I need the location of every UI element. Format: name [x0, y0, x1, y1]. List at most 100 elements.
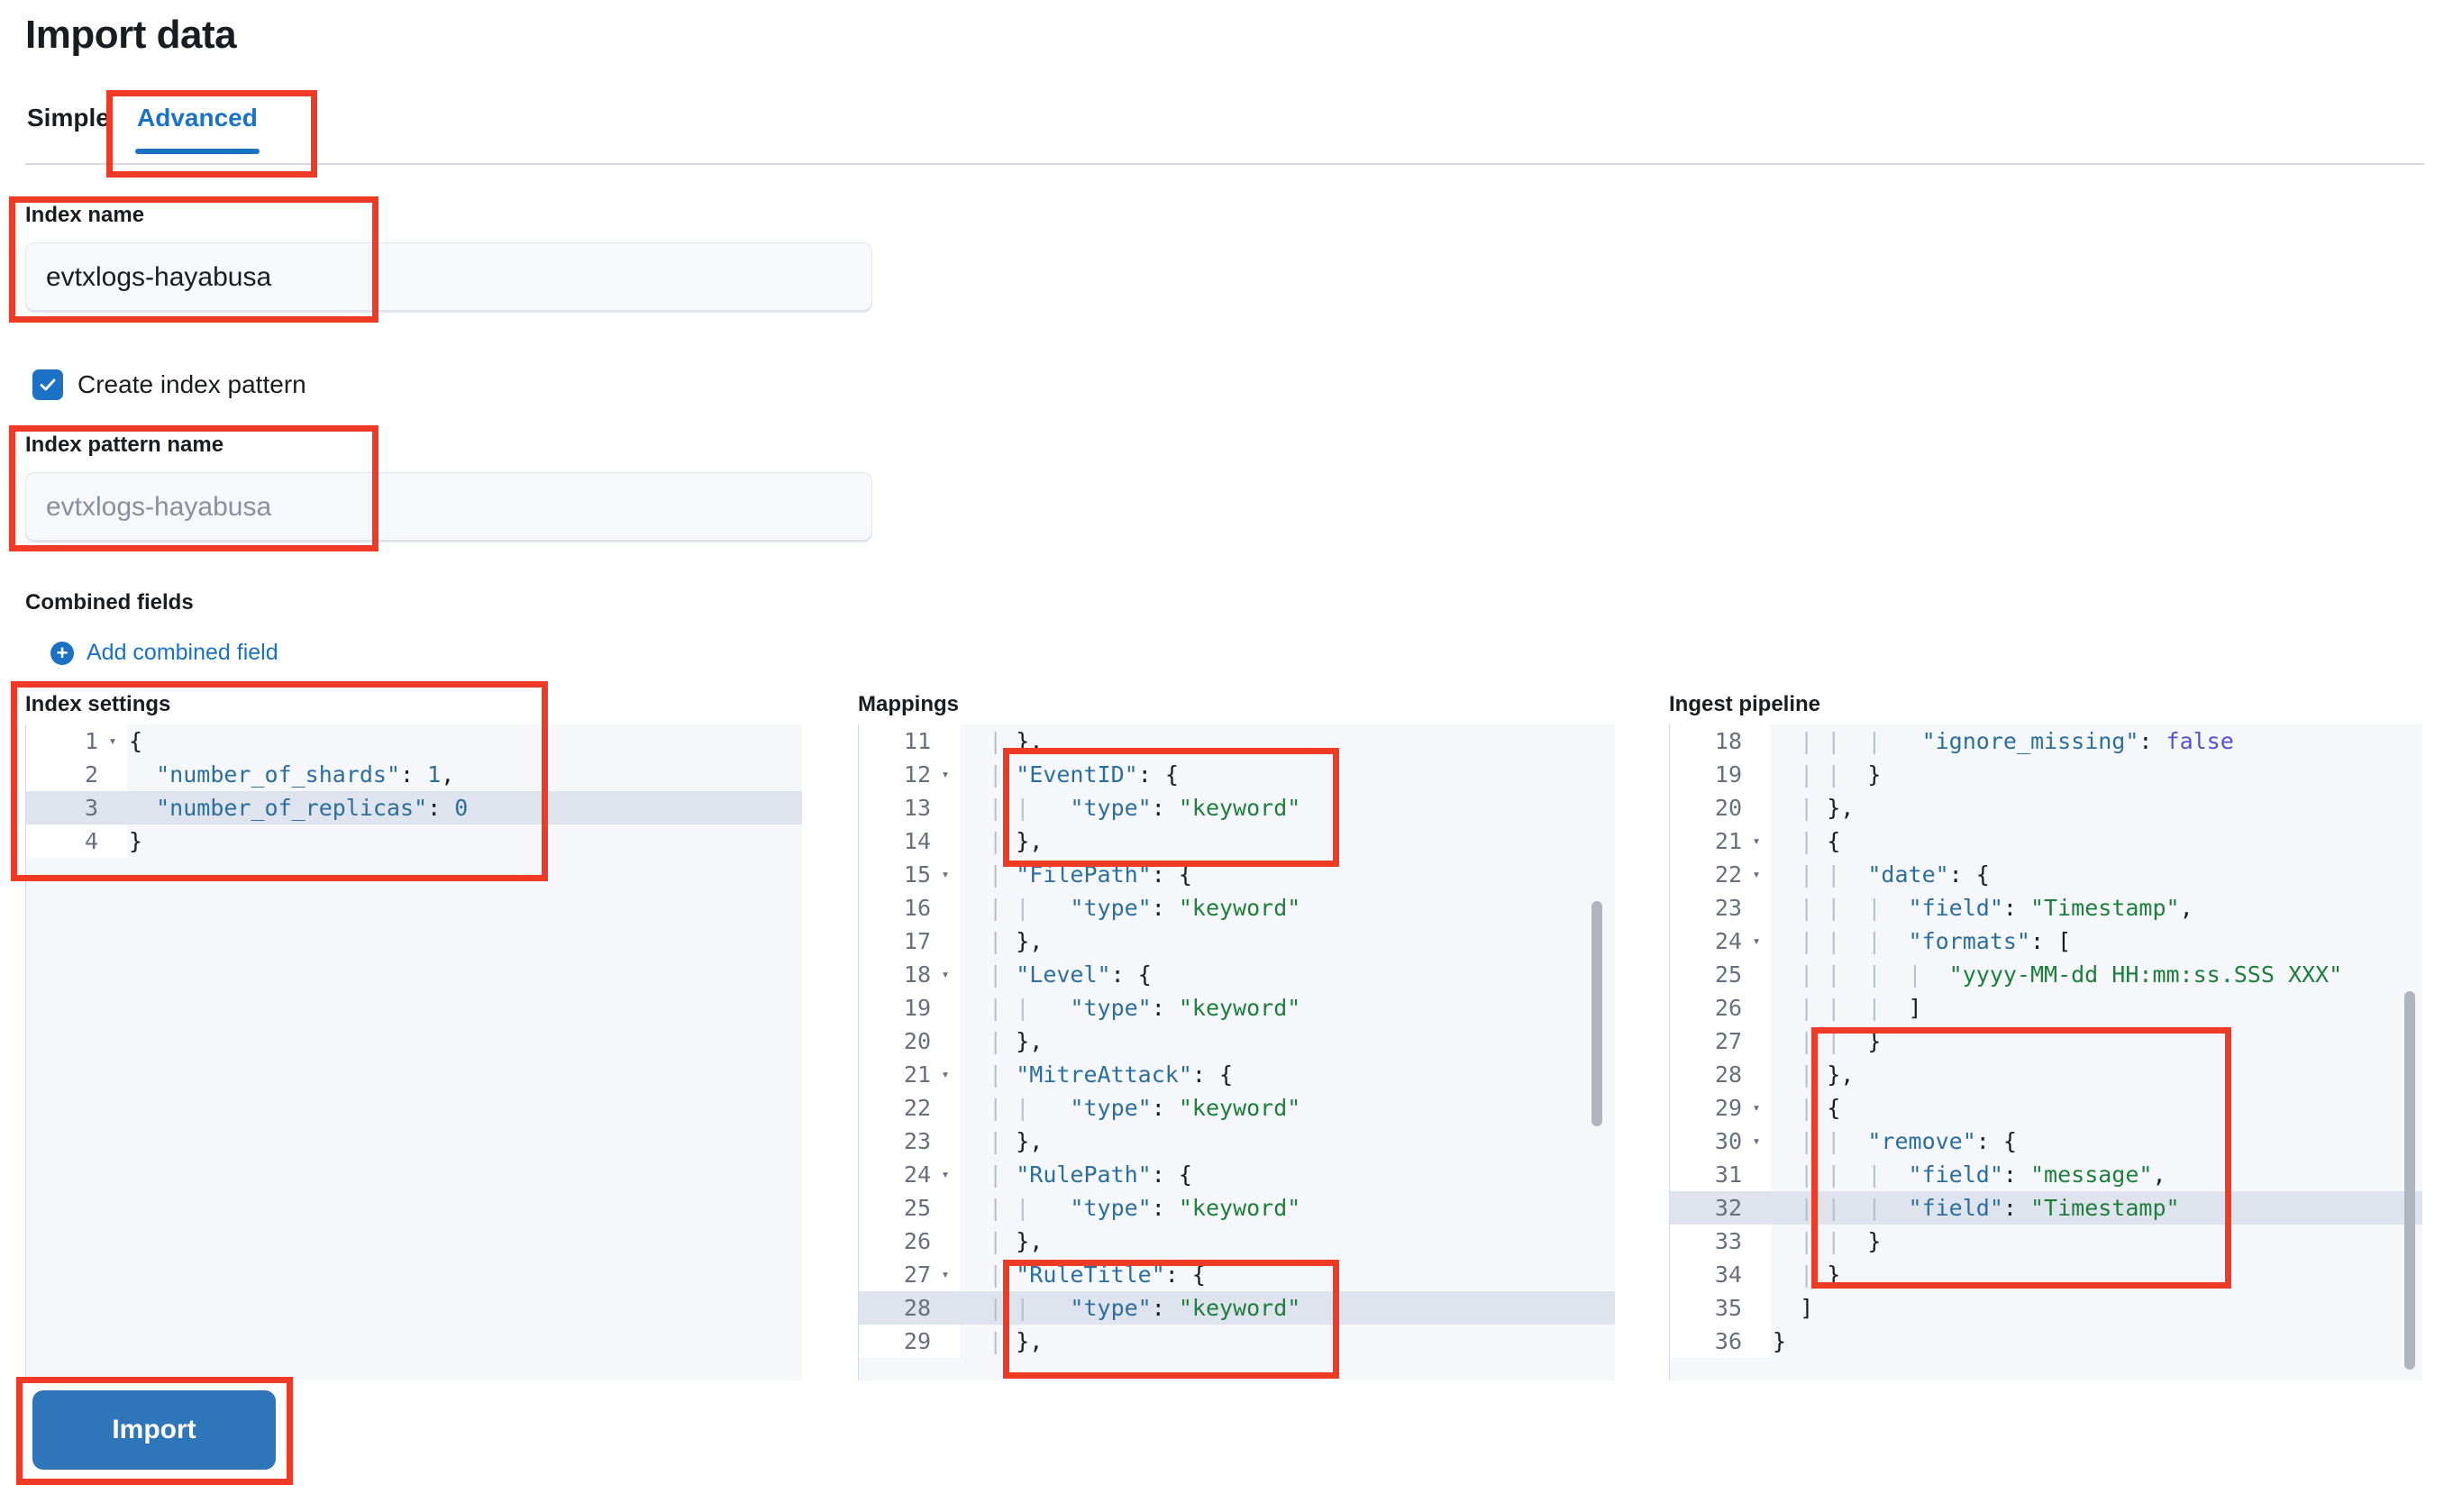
code-line[interactable]: 22▾ | | "date": {	[1670, 858, 2422, 891]
code-text: | },	[962, 828, 1044, 854]
code-line[interactable]: 23 | },	[859, 1125, 1615, 1158]
code-line[interactable]: 24▾ | | | "formats": [	[1670, 925, 2422, 958]
fold-caret-icon[interactable]: ▾	[941, 766, 950, 782]
line-number: 21▾	[859, 1058, 950, 1091]
index-pattern-name-input[interactable]: evtxlogs-hayabusa	[25, 472, 872, 542]
code-line[interactable]: 33 | | }	[1670, 1225, 2422, 1258]
line-number: 35	[1670, 1291, 1747, 1325]
fold-caret-icon[interactable]: ▾	[1752, 933, 1761, 949]
fold-caret-icon[interactable]: ▾	[941, 1066, 950, 1082]
code-line[interactable]: 14 | },	[859, 824, 1615, 858]
code-text: | | }	[1773, 761, 1882, 788]
fold-caret-icon[interactable]: ▾	[1752, 833, 1761, 849]
code-line[interactable]: 12▾ | "EventID": {	[859, 758, 1615, 791]
code-line[interactable]: 28 | },	[1670, 1058, 2422, 1091]
combined-fields-label: Combined fields	[25, 590, 194, 615]
line-number: 18	[1670, 724, 1747, 758]
code-text: | "EventID": {	[962, 761, 1179, 788]
code-line[interactable]: 18 | | | "ignore_missing": false	[1670, 724, 2422, 758]
gutter-spacer	[1747, 758, 1771, 791]
code-line[interactable]: 22 | | "type": "keyword"	[859, 1091, 1615, 1125]
code-line[interactable]: 27▾ | "RuleTitle": {	[859, 1258, 1615, 1291]
code-line[interactable]: 30▾ | | "remove": {	[1670, 1125, 2422, 1158]
code-line[interactable]: 15▾ | "FilePath": {	[859, 858, 1615, 891]
gutter-spacer	[936, 1158, 960, 1191]
code-line[interactable]: 25 | | "type": "keyword"	[859, 1191, 1615, 1225]
code-text: {	[129, 728, 143, 754]
fold-caret-icon[interactable]: ▾	[941, 866, 950, 882]
line-number: 25	[1670, 958, 1747, 991]
code-line[interactable]: 34 | }	[1670, 1258, 2422, 1291]
code-line[interactable]: 18▾ | "Level": {	[859, 958, 1615, 991]
gutter-spacer	[1747, 925, 1771, 958]
tab-simple[interactable]: Simple	[27, 104, 110, 132]
create-index-pattern-checkbox[interactable]	[32, 369, 63, 400]
code-line[interactable]: 32 | | | "field": "Timestamp"	[1670, 1191, 2422, 1225]
code-line[interactable]: 13 | | "type": "keyword"	[859, 791, 1615, 824]
index-name-input[interactable]: evtxlogs-hayabusa	[25, 242, 872, 313]
line-number: 27	[1670, 1025, 1747, 1058]
gutter-spacer	[936, 758, 960, 791]
code-line[interactable]: 11 | },	[859, 724, 1615, 758]
code-line[interactable]: 1▾{	[26, 724, 802, 758]
line-number: 15▾	[859, 858, 950, 891]
line-number: 20	[1670, 791, 1747, 824]
line-number: 12▾	[859, 758, 950, 791]
index-settings-editor[interactable]: 1▾{2 "number_of_shards": 1,3 "number_of_…	[25, 724, 802, 1380]
code-line[interactable]: 31 | | | "field": "message",	[1670, 1158, 2422, 1191]
code-line[interactable]: 23 | | | "field": "Timestamp",	[1670, 891, 2422, 925]
code-line[interactable]: 24▾ | "RulePath": {	[859, 1158, 1615, 1191]
code-line[interactable]: 19 | | }	[1670, 758, 2422, 791]
fold-caret-icon[interactable]: ▾	[1752, 866, 1761, 882]
code-line[interactable]: 29 | },	[859, 1325, 1615, 1358]
code-line[interactable]: 17 | },	[859, 925, 1615, 958]
index-name-label: Index name	[25, 203, 145, 227]
fold-caret-icon[interactable]: ▾	[941, 1166, 950, 1182]
code-line[interactable]: 4}	[26, 824, 802, 858]
index-settings-panel: Index settings 1▾{2 "number_of_shards": …	[25, 692, 802, 1380]
code-text: | | | ]	[1773, 995, 1922, 1021]
code-line[interactable]: 27 | | }	[1670, 1025, 2422, 1058]
ingest-pipeline-scrollbar-thumb[interactable]	[2404, 991, 2415, 1370]
index-settings-title: Index settings	[25, 692, 171, 716]
code-line[interactable]: 19 | | "type": "keyword"	[859, 991, 1615, 1025]
code-line[interactable]: 25 | | | | "yyyy-MM-dd HH:mm:ss.SSS XXX"	[1670, 958, 2422, 991]
mappings-editor[interactable]: 11 | },12▾ | "EventID": {13 | | "type": …	[858, 724, 1615, 1380]
code-text: }	[1773, 1328, 1787, 1354]
mappings-scrollbar-thumb[interactable]	[1591, 901, 1602, 1126]
line-number: 24▾	[859, 1158, 950, 1191]
code-line[interactable]: 21▾ | "MitreAttack": {	[859, 1058, 1615, 1091]
fold-caret-icon[interactable]: ▾	[941, 966, 950, 982]
line-number: 19	[1670, 758, 1747, 791]
gutter-spacer	[1747, 1291, 1771, 1325]
import-button[interactable]: Import	[32, 1390, 276, 1470]
code-line[interactable]: 21▾ | {	[1670, 824, 2422, 858]
code-line[interactable]: 16 | | "type": "keyword"	[859, 891, 1615, 925]
gutter-spacer	[1747, 891, 1771, 925]
create-index-pattern-row[interactable]: Create index pattern	[32, 369, 306, 400]
fold-caret-icon[interactable]: ▾	[1752, 1099, 1761, 1116]
code-text: | },	[1773, 795, 1855, 821]
tab-advanced[interactable]: Advanced	[135, 95, 260, 154]
code-line[interactable]: 2 "number_of_shards": 1,	[26, 758, 802, 791]
create-index-pattern-label: Create index pattern	[78, 370, 306, 398]
code-line[interactable]: 36}	[1670, 1325, 2422, 1358]
code-text: | "MitreAttack": {	[962, 1061, 1234, 1088]
code-line[interactable]: 20 | },	[1670, 791, 2422, 824]
gutter-spacer	[1747, 791, 1771, 824]
fold-caret-icon[interactable]: ▾	[108, 733, 117, 749]
code-line[interactable]: 3 "number_of_replicas": 0	[26, 791, 802, 824]
code-line[interactable]: 26 | },	[859, 1225, 1615, 1258]
code-line[interactable]: 35 ]	[1670, 1291, 2422, 1325]
code-line[interactable]: 26 | | | ]	[1670, 991, 2422, 1025]
gutter-spacer	[936, 1125, 960, 1158]
code-line[interactable]: 28 | | "type": "keyword"	[859, 1291, 1615, 1325]
fold-caret-icon[interactable]: ▾	[941, 1266, 950, 1282]
code-text: | | | | "yyyy-MM-dd HH:mm:ss.SSS XXX"	[1773, 961, 2343, 988]
code-line[interactable]: 29▾ | {	[1670, 1091, 2422, 1125]
fold-caret-icon[interactable]: ▾	[1752, 1133, 1761, 1149]
code-line[interactable]: 20 | },	[859, 1025, 1615, 1058]
add-combined-field-button[interactable]: + Add combined field	[50, 640, 278, 666]
gutter-spacer	[936, 1025, 960, 1058]
